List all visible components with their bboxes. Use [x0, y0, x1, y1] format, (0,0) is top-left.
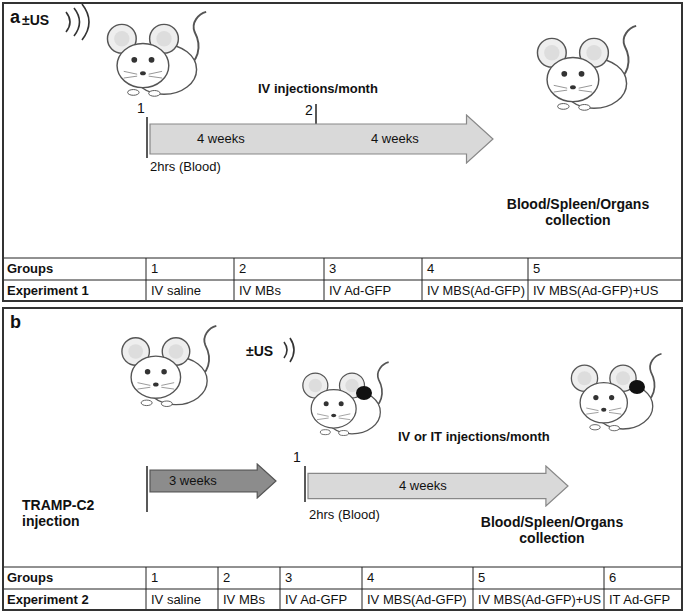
table-cell: 1 — [151, 262, 158, 277]
panel-box: b 3 weeks 4 weeks — [2, 307, 683, 611]
table-cell: 6 — [609, 571, 616, 586]
table-cell: Experiment 1 — [7, 284, 89, 299]
timeline-arrow: 4 weeks 4 weeks — [149, 114, 494, 164]
table-cell: 3 — [285, 571, 292, 586]
table-cell: 4 — [367, 571, 374, 586]
duration-label: 4 weeks — [197, 132, 245, 147]
table-cell: 3 — [329, 262, 336, 277]
figure-label: IV injections/month — [258, 82, 378, 97]
figure-label: 1 — [293, 449, 301, 465]
panel-letter: a — [10, 7, 20, 28]
table-cell: IV MBS(Ad-GFP) — [427, 284, 525, 299]
timeline-arrow: 4 weeks — [307, 465, 569, 507]
duration-label: 4 weeks — [371, 132, 419, 147]
timeline-arrow: 3 weeks — [149, 463, 277, 499]
figure-label: Blood/Spleen/Organs collection — [452, 514, 652, 546]
table-cell: 2 — [223, 571, 230, 586]
figure-label: IV or IT injections/month — [398, 430, 550, 445]
table-cell: IV MBS(Ad-GFP)+US — [533, 284, 658, 299]
table-cell: 4 — [427, 262, 434, 277]
figure-label: Blood/Spleen/Organs collection — [478, 196, 678, 228]
table-cell: 2 — [239, 262, 246, 277]
figure-label: 2hrs (Blood) — [309, 508, 380, 523]
table-cell: IV saline — [151, 284, 201, 299]
duration-label: 4 weeks — [399, 479, 447, 494]
table-cell: Groups — [7, 262, 53, 277]
figure-label: ±US — [246, 343, 273, 359]
figure-label: 2 — [305, 102, 313, 118]
figure-label: TRAMP-C2 injection — [22, 497, 134, 529]
figure-label: ±US — [22, 12, 49, 28]
panel-letter: b — [10, 312, 21, 333]
table-cell: IV MBs — [239, 284, 281, 299]
table-cell: IV MBS(Ad-GFP) — [367, 593, 467, 608]
panel-box: a 4 weeks 4 weeks — [2, 2, 683, 302]
table-cell: 1 — [151, 571, 158, 586]
table-cell: IV MBs — [223, 593, 265, 608]
table-cell: 5 — [478, 571, 485, 586]
table-cell: IV Ad-GFP — [285, 593, 347, 608]
duration-label: 3 weeks — [169, 474, 217, 489]
table-cell: Groups — [7, 571, 53, 586]
table-cell: IV MBS(Ad-GFP)+US — [478, 593, 601, 608]
table-cell: IV Ad-GFP — [329, 284, 391, 299]
figure-label: 1 — [137, 100, 145, 116]
table-cell: IV saline — [151, 593, 201, 608]
table-cell: 5 — [533, 262, 540, 277]
table-cell: Experiment 2 — [7, 593, 89, 608]
table-cell: IT Ad-GFP — [609, 593, 670, 608]
figure-label: 2hrs (Blood) — [150, 160, 221, 175]
